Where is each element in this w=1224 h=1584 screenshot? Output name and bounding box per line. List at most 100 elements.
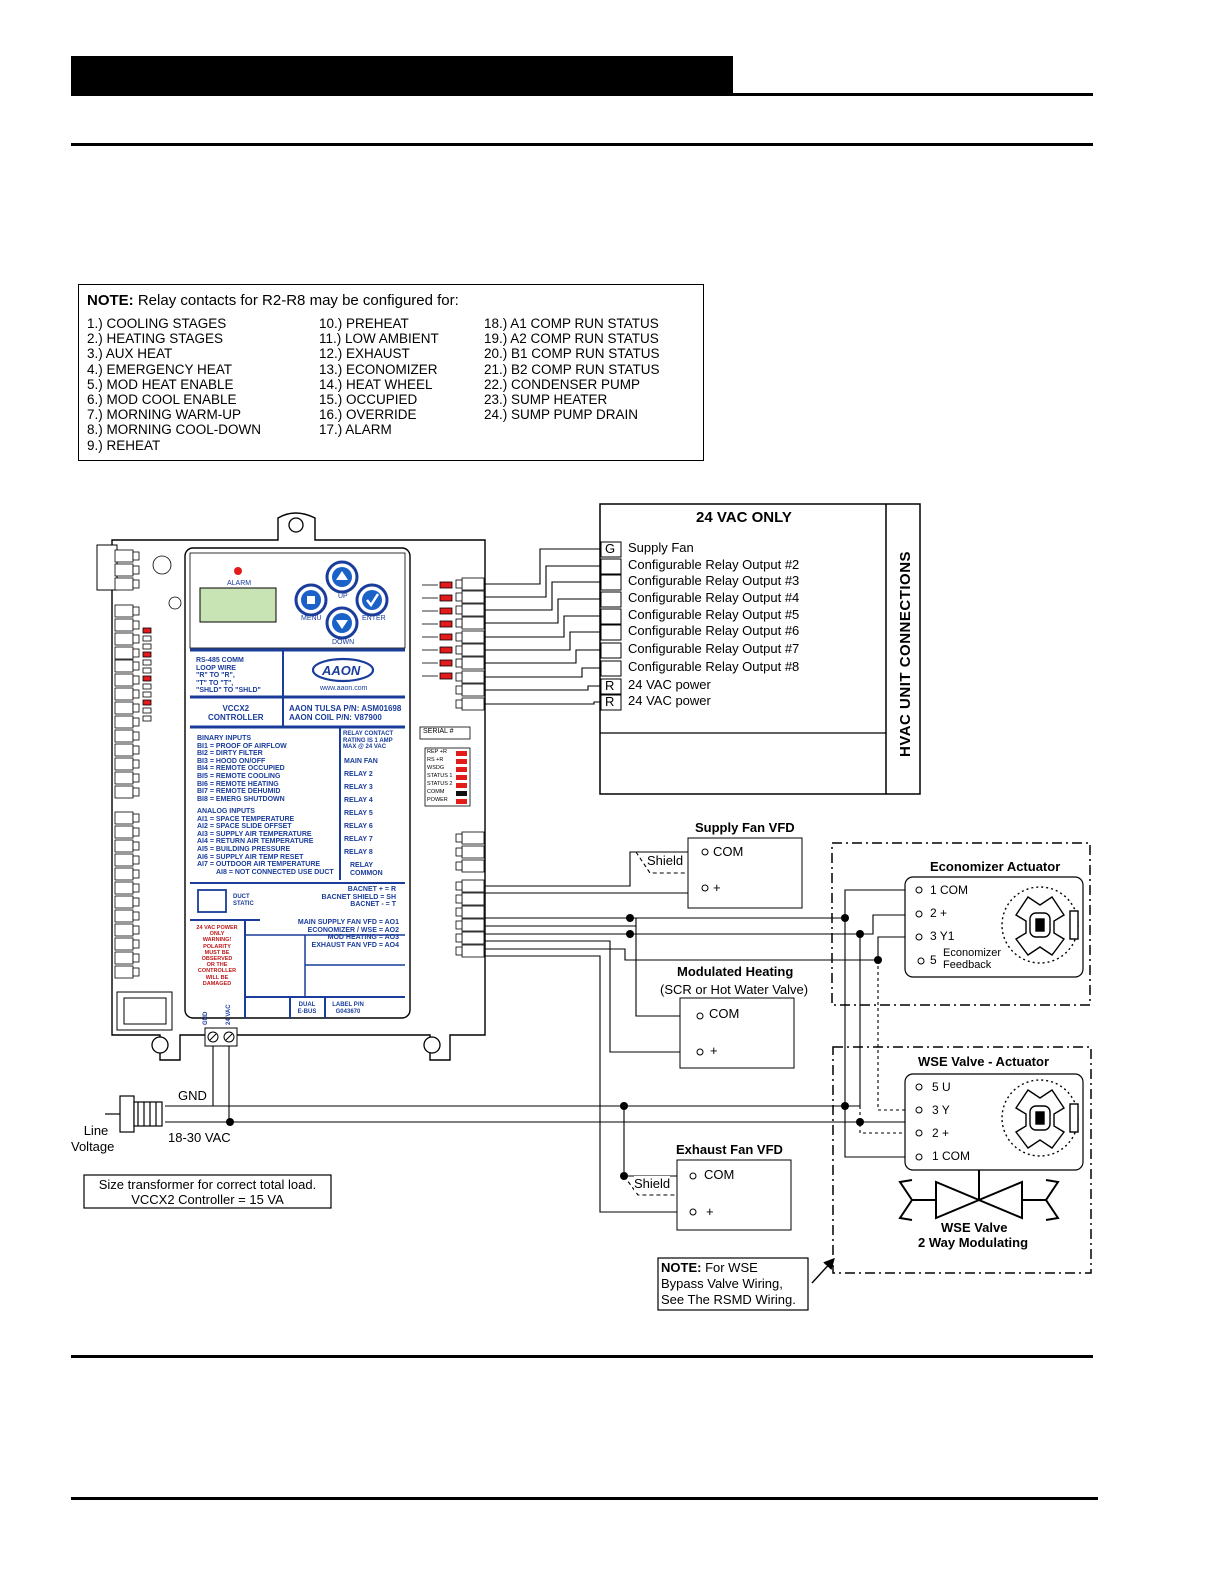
led bbox=[142, 635, 152, 642]
relay-wire bbox=[485, 667, 601, 678]
terminal-pin bbox=[132, 827, 140, 837]
terminal-screw bbox=[114, 701, 134, 715]
relay-wires bbox=[485, 548, 601, 705]
feedback-line: Feedback bbox=[943, 959, 992, 971]
modulated-heating-box bbox=[679, 997, 795, 1069]
terminal-screw bbox=[114, 951, 134, 965]
supply-fan-shield: Shield bbox=[647, 853, 684, 868]
ai-line: AI8 = NOT CONNECTED USE DUCT bbox=[216, 868, 334, 876]
line-voltage-line: Line bbox=[83, 1123, 109, 1138]
relay-label: RELAY bbox=[350, 862, 374, 869]
terminal-pin bbox=[132, 551, 140, 561]
relay-wire bbox=[485, 631, 601, 651]
terminal-pin bbox=[455, 861, 463, 871]
supply-fan-vfd-title: Supply Fan VFD bbox=[695, 820, 795, 835]
status-led bbox=[456, 783, 467, 788]
hvac-terminal bbox=[600, 591, 622, 608]
terminal-pin bbox=[455, 699, 463, 709]
wse-note-bold: NOTE: bbox=[661, 1260, 702, 1275]
note-item: 18.) A1 COMP RUN STATUS bbox=[484, 316, 659, 331]
analog-inputs: ANALOG INPUTS AI1 = SPACE TEMPERATURE AI… bbox=[197, 808, 334, 876]
hvac-row-label: Configurable Relay Output #3 bbox=[628, 573, 800, 588]
terminal-pin bbox=[455, 605, 463, 615]
bi-line: BI3 = HOOD ON/OFF bbox=[197, 757, 266, 765]
connector bbox=[152, 555, 172, 575]
terminal-pin bbox=[132, 967, 140, 977]
dual-ebus-label: DUAL E-BUS bbox=[292, 1002, 322, 1015]
terminal-screw bbox=[461, 630, 485, 644]
terminal-screw bbox=[114, 743, 134, 757]
status-label: STATUS 2 bbox=[427, 781, 453, 787]
ai-line: AI6 = SUPPLY AIR TEMP RESET bbox=[197, 853, 304, 861]
status-led bbox=[456, 759, 467, 764]
vac-terminal-label: 24 VAC bbox=[226, 1004, 232, 1025]
hvac-terminal bbox=[600, 574, 622, 591]
terminal-screw bbox=[114, 757, 134, 771]
status-led bbox=[456, 751, 467, 756]
warn-line: 24 VAC POWER bbox=[196, 925, 238, 931]
hvac-row-label: Configurable Relay Output #6 bbox=[628, 623, 800, 638]
supply-fan-vfd-box bbox=[687, 837, 803, 909]
status-label: POWER bbox=[427, 797, 448, 803]
hvac-row-label: Configurable Relay Output #2 bbox=[628, 557, 800, 572]
hvac-row-label: Configurable Relay Output #8 bbox=[628, 659, 800, 674]
actuator-shaft bbox=[1035, 918, 1045, 932]
part-numbers: AAON TULSA P/N: ASM01698 AAON COIL P/N: … bbox=[289, 704, 401, 722]
terminal-pin bbox=[455, 933, 463, 943]
terminal-screw bbox=[461, 643, 485, 657]
terminal-pin bbox=[132, 606, 140, 616]
relay-wire bbox=[485, 548, 601, 585]
led bbox=[142, 651, 152, 658]
ao-line: MOD HEATING = AO3 bbox=[327, 934, 399, 942]
terminal-screw bbox=[461, 905, 485, 919]
led bbox=[142, 707, 152, 714]
hvac-row-label: 24 VAC power bbox=[628, 677, 711, 692]
terminal-pin bbox=[132, 579, 140, 589]
rs485-line: RS-485 COMM bbox=[196, 657, 244, 664]
terminal-screw bbox=[114, 881, 134, 895]
note-item: 7.) MORNING WARM-UP bbox=[87, 407, 241, 423]
hvac-row-label: Configurable Relay Output #5 bbox=[628, 607, 800, 622]
note-item: 20.) B1 COMP RUN STATUS bbox=[484, 346, 660, 362]
relay-label: RELAY 5 bbox=[344, 810, 373, 817]
terminal-pin bbox=[132, 689, 140, 699]
terminal-pin bbox=[455, 579, 463, 589]
terminal-screw bbox=[114, 715, 134, 729]
led bbox=[142, 715, 152, 722]
terminal-pin bbox=[132, 813, 140, 823]
terminal-pin bbox=[132, 717, 140, 727]
relay-wire bbox=[485, 649, 601, 664]
bi-line: BI7 = REMOTE DEHUMID bbox=[197, 788, 281, 796]
bi-line: BI1 = PROOF OF AIRFLOW bbox=[197, 742, 287, 750]
note-column-2: 10.) PREHEAT 11.) LOW AMBIENT 12.) EXHAU… bbox=[319, 316, 439, 438]
rs485-line: "T" TO "T", bbox=[196, 679, 234, 687]
terminal-screw bbox=[114, 853, 134, 867]
wse-terminal-3: 3 Y bbox=[932, 1103, 950, 1117]
terminal-screw bbox=[114, 729, 134, 743]
relay-led bbox=[439, 607, 453, 615]
status-label: STATUS 1 bbox=[427, 773, 453, 779]
warn-line: WILL BE bbox=[205, 974, 229, 981]
economizer-actuator-icon bbox=[1001, 886, 1079, 964]
terminal-pin bbox=[132, 661, 140, 671]
note-item: 23.) SUMP HEATER bbox=[484, 391, 608, 407]
note-item: 2.) HEATING STAGES bbox=[87, 331, 224, 347]
ao-labels: MAIN SUPPLY FAN VFD = AO1 ECONOMIZER / W… bbox=[280, 919, 399, 949]
rs485-note: RS-485 COMM LOOP WIRE "R" TO "R", "T" TO… bbox=[196, 657, 261, 695]
actuator-clip bbox=[1069, 1103, 1079, 1133]
status-led bbox=[456, 799, 467, 804]
terminal-pin bbox=[132, 648, 140, 658]
label-pn-line: G043670 bbox=[335, 1008, 361, 1015]
note-item: 21.) B2 COMP RUN STATUS bbox=[484, 361, 660, 377]
led bbox=[142, 683, 152, 690]
wse-terminal-5: 5 U bbox=[932, 1080, 951, 1094]
terminal-screw bbox=[461, 944, 485, 958]
bacnet-line: BACNET - = T bbox=[350, 901, 396, 909]
exhaust-fan-plus: + bbox=[706, 1204, 714, 1219]
transformer-note-line: Size transformer for correct total load. bbox=[98, 1177, 317, 1192]
terminal-screw bbox=[114, 604, 134, 618]
relay-wire bbox=[485, 685, 601, 691]
relay-led bbox=[439, 646, 453, 654]
status-led bbox=[456, 775, 467, 780]
power-warning: 24 VAC POWER ONLY WARNING! POLARITY MUST… bbox=[192, 925, 242, 987]
